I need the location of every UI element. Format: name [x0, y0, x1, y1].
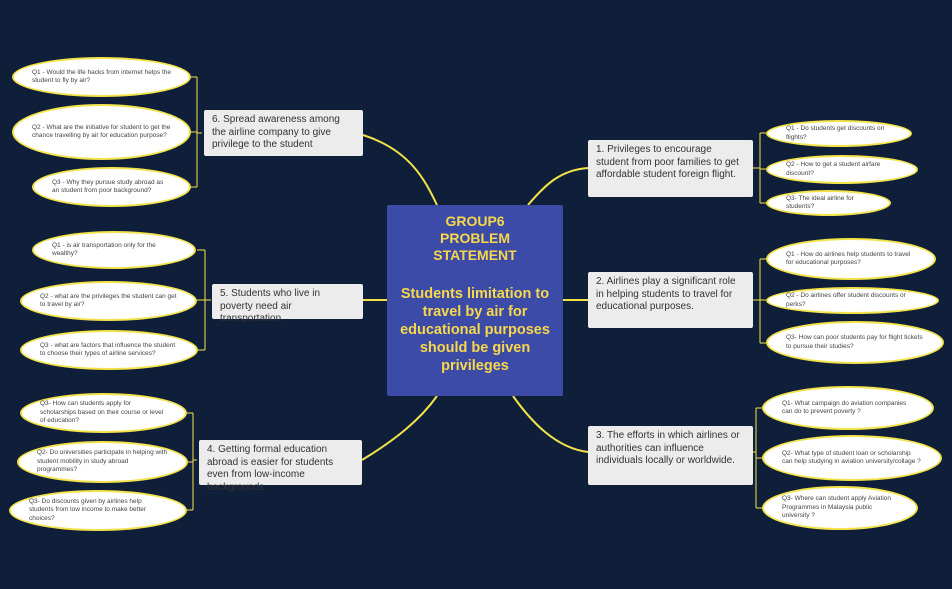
- topic-5[interactable]: 5. Students who live in poverty need air…: [212, 284, 363, 324]
- topic-1[interactable]: 1. Privileges to encourage student from …: [588, 140, 753, 197]
- question-3-3[interactable]: Q3- Where can student apply Aviation Pro…: [762, 486, 918, 530]
- question-3-1[interactable]: Q1- What campaign do aviation companies …: [762, 386, 934, 430]
- question-2-2[interactable]: Q2 - Do airlines offer student discounts…: [766, 287, 939, 314]
- question-4-3[interactable]: Q3- Do discounts given by airlines help …: [9, 490, 187, 531]
- topic-4[interactable]: 4. Getting formal education abroad is ea…: [199, 440, 362, 493]
- question-5-1[interactable]: Q1 - is air transportation only for the …: [32, 231, 196, 269]
- central-topic[interactable]: GROUP6 PROBLEM STATEMENT Students limita…: [387, 205, 563, 396]
- topic-3[interactable]: 3. The efforts in which airlines or auth…: [588, 426, 753, 485]
- question-4-2[interactable]: Q2- Do universities participate in helpi…: [17, 441, 188, 483]
- question-2-3[interactable]: Q3- How can poor students pay for flight…: [766, 321, 944, 364]
- topic-6[interactable]: 6. Spread awareness among the airline co…: [204, 110, 363, 156]
- question-2-1[interactable]: Q1 - How do airlines help students to tr…: [766, 238, 936, 280]
- question-6-2[interactable]: Q2 - What are the initiative for student…: [12, 104, 191, 160]
- central-title: GROUP6 PROBLEM STATEMENT: [433, 213, 517, 263]
- question-5-3[interactable]: Q3 - what are factors that influence the…: [20, 330, 198, 370]
- question-1-1[interactable]: Q1 - Do students get discounts on flight…: [766, 120, 912, 147]
- problem-statement: Students limitation to travel by air for…: [400, 286, 550, 374]
- question-1-2[interactable]: Q2 - How to get a student airfare discou…: [766, 155, 918, 184]
- question-6-1[interactable]: Q1 - Would the life hacks from internet …: [12, 57, 191, 97]
- question-6-3[interactable]: Q3 - Why they pursue study abroad as an …: [32, 167, 191, 207]
- question-5-2[interactable]: Q2 - what are the privileges the student…: [20, 281, 197, 321]
- topic-2[interactable]: 2. Airlines play a significant role in h…: [588, 272, 753, 328]
- question-4-1[interactable]: Q3- How can students apply for scholarsh…: [20, 393, 187, 433]
- question-3-2[interactable]: Q2- What type of student loan or scholar…: [762, 435, 942, 481]
- question-1-3[interactable]: Q3- The ideal airline for students?: [766, 190, 891, 216]
